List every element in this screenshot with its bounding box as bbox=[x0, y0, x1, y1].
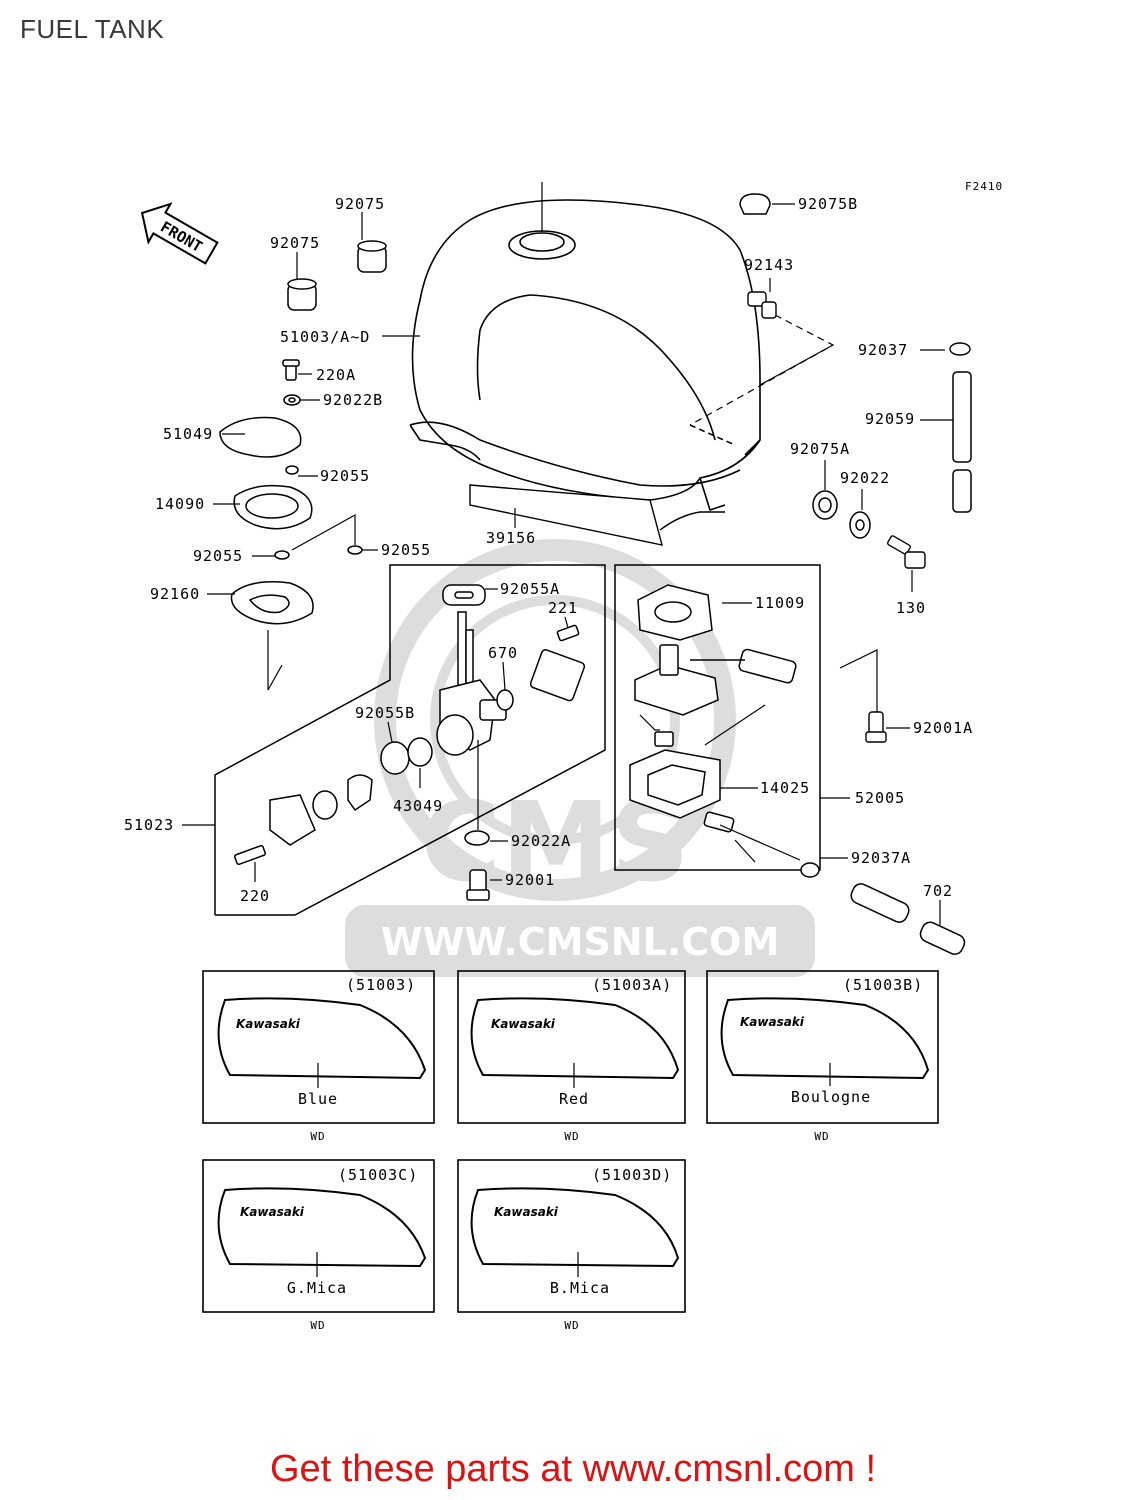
cap-assembly bbox=[219, 359, 363, 625]
fuel-cock bbox=[234, 584, 586, 901]
part-label: 92022B bbox=[323, 391, 383, 409]
watermark: CMS WWW.CMSNL.COM bbox=[345, 539, 815, 977]
variant-color: G.Mica bbox=[287, 1279, 347, 1297]
part-label: 92055 bbox=[381, 541, 431, 559]
watermark-url: WWW.CMSNL.COM bbox=[381, 920, 780, 964]
pump-guides bbox=[639, 649, 878, 863]
part-label: 92001A bbox=[913, 719, 973, 737]
variant-note: WD bbox=[564, 1130, 579, 1143]
collar-icon bbox=[747, 291, 777, 319]
washer-icon bbox=[812, 490, 871, 539]
part-label: 92075 bbox=[335, 195, 385, 213]
part-label: 92055 bbox=[320, 467, 370, 485]
variant-code: (51003) bbox=[346, 976, 416, 994]
variant-panel: (51003C) Kawasaki G.Mica WD bbox=[202, 1159, 435, 1332]
part-label: 43049 bbox=[393, 797, 443, 815]
fuel-cock-box bbox=[214, 564, 606, 916]
part-label: 51003/A~D bbox=[280, 328, 370, 346]
variant-code: (51003C) bbox=[338, 1166, 418, 1184]
variant-color: B.Mica bbox=[550, 1279, 610, 1297]
part-label: 130 bbox=[896, 599, 926, 617]
variant-brand: Kawasaki bbox=[740, 1015, 805, 1029]
page-title: FUEL TANK bbox=[20, 14, 165, 44]
variant-panel: (51003A) Kawasaki Red WD bbox=[457, 970, 686, 1143]
hose-icon bbox=[800, 862, 966, 955]
variant-panel: (51003B) Kawasaki Boulogne WD bbox=[706, 970, 939, 1143]
part-label: 92055 bbox=[193, 547, 243, 565]
part-label: 92037 bbox=[858, 341, 908, 359]
part-label: 670 bbox=[488, 644, 518, 662]
part-label: 92075B bbox=[798, 195, 858, 213]
part-label: 92022A bbox=[511, 832, 571, 850]
variant-color: Blue bbox=[298, 1090, 338, 1108]
variant-code: (51003D) bbox=[592, 1166, 672, 1184]
fuel-pump bbox=[629, 584, 797, 833]
pump-box bbox=[614, 564, 821, 871]
part-label: 92022 bbox=[840, 469, 890, 487]
part-label: 14090 bbox=[155, 495, 205, 513]
clamp-icon bbox=[949, 342, 971, 356]
part-label: 52005 bbox=[855, 789, 905, 807]
variant-note: WD bbox=[564, 1319, 579, 1332]
part-label: 220A bbox=[316, 366, 356, 384]
part-label: 39156 bbox=[486, 529, 536, 547]
part-label: 14025 bbox=[760, 779, 810, 797]
figure-code: F2410 bbox=[965, 180, 1003, 193]
part-label: 92055B bbox=[355, 704, 415, 722]
bolt-icon bbox=[865, 711, 887, 743]
variant-note: WD bbox=[814, 1130, 829, 1143]
bolt-icon bbox=[887, 535, 926, 569]
variant-brand: Kawasaki bbox=[236, 1017, 301, 1031]
variant-code: (51003A) bbox=[592, 976, 672, 994]
part-label: 51023 bbox=[124, 816, 174, 834]
fuel-tank bbox=[409, 182, 761, 512]
rubber-damper-icon bbox=[287, 240, 387, 311]
shop-link[interactable]: Get these parts at www.cmsnl.com ! bbox=[269, 1448, 877, 1490]
callout-labels: 92075 92075 92075B 92143 51003/A~D 92037… bbox=[124, 195, 973, 905]
variant-brand: Kawasaki bbox=[491, 1017, 556, 1031]
variant-brand: Kawasaki bbox=[240, 1205, 305, 1219]
variant-panel: (51003) Kawasaki Blue WD bbox=[202, 970, 435, 1143]
part-label: 92075A bbox=[790, 440, 850, 458]
part-label: 92160 bbox=[150, 585, 200, 603]
variant-panel: (51003D) Kawasaki B.Mica WD bbox=[457, 1159, 686, 1332]
tank-pad bbox=[469, 484, 663, 546]
leader-lines bbox=[182, 203, 953, 925]
dashed-guides bbox=[689, 314, 835, 426]
variant-color: Boulogne bbox=[791, 1088, 871, 1106]
part-label: 221 bbox=[548, 599, 578, 617]
part-label: 11009 bbox=[755, 594, 805, 612]
variant-code: (51003B) bbox=[843, 976, 923, 994]
part-label: 92037A bbox=[851, 849, 911, 867]
part-label: 92075 bbox=[270, 234, 320, 252]
variant-brand: Kawasaki bbox=[494, 1205, 559, 1219]
part-label: 220 bbox=[240, 887, 270, 905]
part-label: 702 bbox=[923, 882, 953, 900]
part-label: 92055A bbox=[500, 580, 560, 598]
part-label: 92001 bbox=[505, 871, 555, 889]
part-label: 92059 bbox=[865, 410, 915, 428]
hose-icon bbox=[952, 371, 972, 513]
variant-note: WD bbox=[310, 1319, 325, 1332]
part-label: 51049 bbox=[163, 425, 213, 443]
guide-lines bbox=[267, 513, 356, 691]
cap-icon bbox=[739, 193, 771, 215]
front-arrow-icon: FRONT bbox=[140, 202, 219, 265]
variant-note: WD bbox=[310, 1130, 325, 1143]
part-label: 92143 bbox=[744, 256, 794, 274]
variant-color: Red bbox=[559, 1090, 589, 1108]
